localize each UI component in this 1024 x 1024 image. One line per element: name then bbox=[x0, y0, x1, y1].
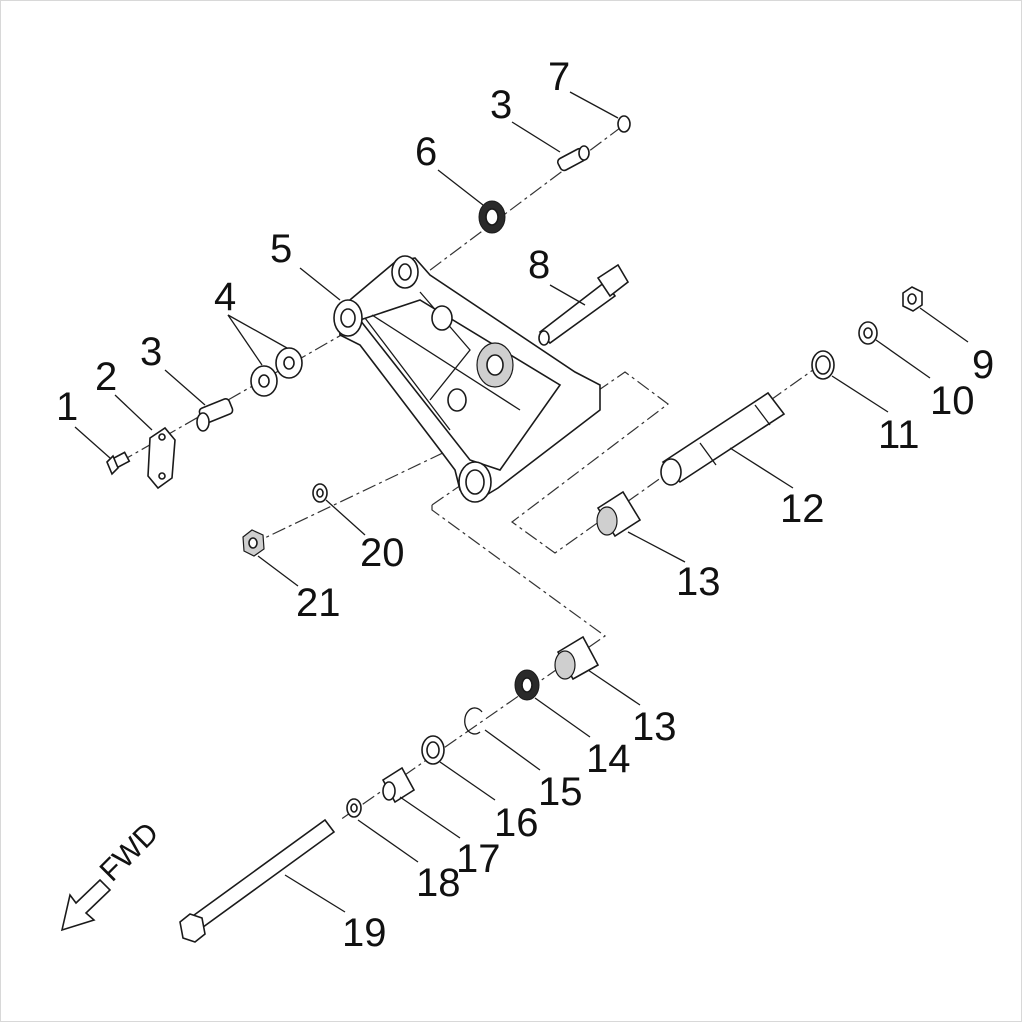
callout-6: 6 bbox=[415, 130, 437, 174]
part-18-washer bbox=[346, 798, 362, 818]
callout-14: 14 bbox=[586, 737, 631, 781]
part-2-plate bbox=[147, 426, 176, 490]
part-19-axle-bolt bbox=[179, 818, 336, 943]
callout-19: 19 bbox=[342, 911, 387, 955]
part-13-bearing-upper bbox=[596, 490, 642, 538]
swing-arm bbox=[333, 255, 601, 503]
callout-8: 8 bbox=[528, 243, 550, 287]
part-8-pin bbox=[538, 263, 630, 346]
callout-13-upper: 13 bbox=[676, 560, 721, 604]
fwd-arrow-icon bbox=[60, 878, 112, 932]
part-4-bushings bbox=[250, 347, 303, 397]
part-10-washer bbox=[858, 321, 878, 345]
part-1-bolt bbox=[106, 451, 131, 476]
callout-11: 11 bbox=[878, 413, 920, 457]
callout-10: 10 bbox=[930, 379, 975, 423]
fwd-label: FWD bbox=[94, 816, 166, 888]
part-20-washer bbox=[312, 483, 328, 503]
callout-2: 2 bbox=[95, 355, 117, 399]
callout-12: 12 bbox=[780, 487, 825, 531]
callout-5: 5 bbox=[270, 227, 292, 271]
callout-15: 15 bbox=[538, 770, 583, 814]
part-9-nut bbox=[902, 286, 923, 312]
callout-3: 3 bbox=[140, 330, 162, 374]
callout-18: 18 bbox=[416, 861, 461, 905]
callout-4: 4 bbox=[214, 275, 236, 319]
part-13-bearing-lower bbox=[554, 635, 600, 681]
part-3-bolt-left bbox=[196, 397, 234, 432]
callout-13-lower: 13 bbox=[632, 705, 677, 749]
callout-17: 17 bbox=[456, 837, 501, 881]
callout-numbers: 1 2 3 4 5 6 3 7 8 9 10 11 12 13 20 21 13… bbox=[56, 55, 994, 955]
part-3-bolt-upper bbox=[556, 145, 590, 172]
part-16-washer bbox=[421, 735, 445, 765]
callout-9: 9 bbox=[972, 343, 994, 387]
part-6-bearing bbox=[478, 200, 506, 234]
part-21-nut bbox=[242, 529, 265, 557]
callout-7: 7 bbox=[548, 55, 570, 99]
part-14-bearing bbox=[514, 669, 540, 701]
part-15-circlip bbox=[464, 707, 483, 735]
callout-3-upper: 3 bbox=[490, 83, 512, 127]
callout-1: 1 bbox=[56, 385, 78, 429]
part-12-shaft bbox=[660, 391, 786, 486]
callout-21: 21 bbox=[296, 581, 341, 625]
part-17-collar bbox=[381, 766, 416, 804]
callout-16: 16 bbox=[494, 801, 539, 845]
leader-lines bbox=[74, 91, 969, 913]
callout-20: 20 bbox=[360, 531, 405, 575]
part-11-ring bbox=[811, 350, 835, 380]
part-7-clip bbox=[617, 115, 631, 133]
